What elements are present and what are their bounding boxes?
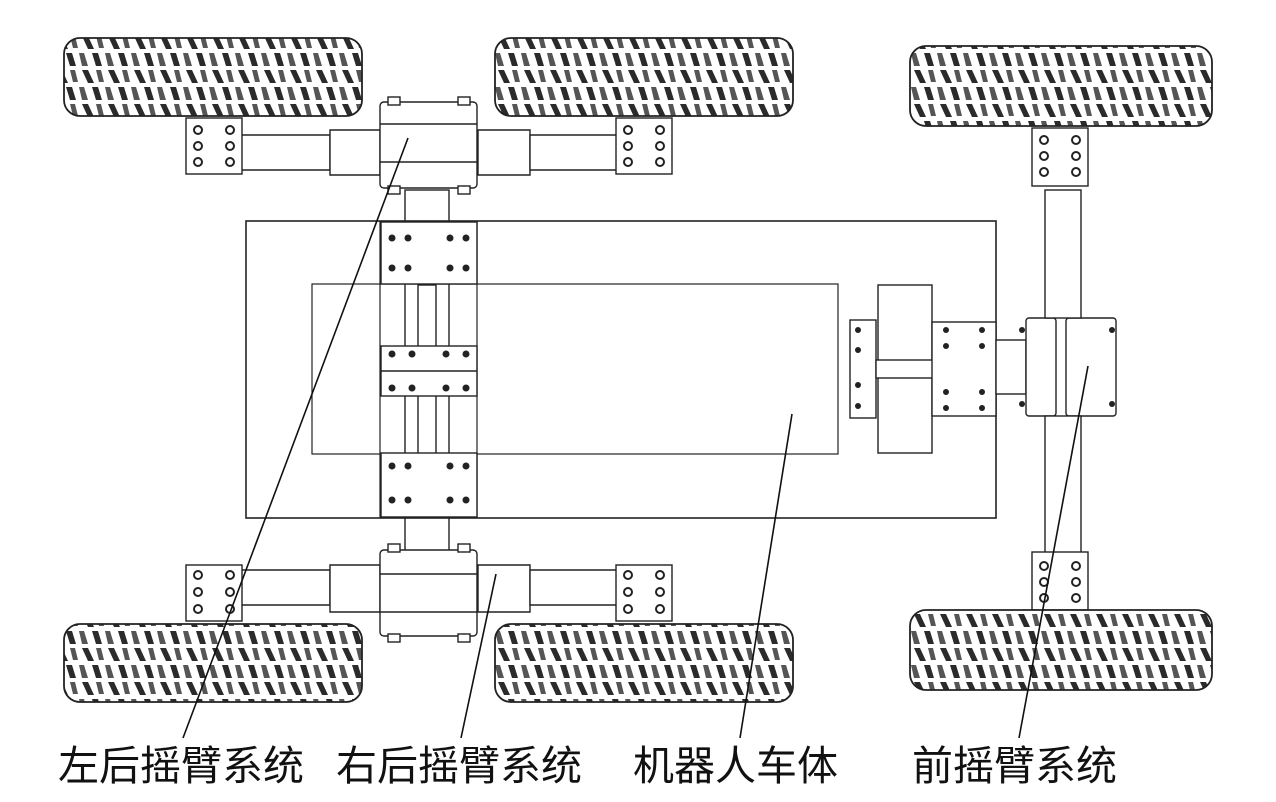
- label-right-rear-rocker: 右后摇臂系统: [336, 742, 582, 790]
- track-right-rear-inner: [494, 623, 794, 703]
- leader-left-rear: [182, 137, 409, 739]
- front-rocker-joint: [849, 284, 1117, 454]
- track-right-rear-outer: [63, 623, 363, 703]
- leader-body: [739, 413, 793, 739]
- label-front-rocker: 前摇臂系统: [912, 742, 1117, 790]
- label-robot-body: 机器人车体: [633, 742, 838, 790]
- body-mounts: [380, 221, 478, 518]
- label-left-rear-rocker: 左后摇臂系统: [58, 742, 304, 790]
- left-rear-rocker: [185, 96, 673, 195]
- leader-front: [1018, 365, 1089, 739]
- leader-right-rear: [460, 573, 497, 739]
- tracks: [63, 37, 1213, 703]
- track-front-bottom: [909, 609, 1213, 691]
- front-arm-bolts: [1039, 135, 1081, 603]
- leader-lines: [182, 137, 1089, 739]
- track-left-rear-inner: [494, 37, 794, 117]
- track-front-top: [909, 45, 1213, 127]
- front-joint-bolts: [855, 327, 1115, 411]
- mount-bolts: [388, 234, 470, 504]
- left-rear-bolts: [193, 125, 665, 167]
- track-left-rear-outer: [63, 37, 363, 117]
